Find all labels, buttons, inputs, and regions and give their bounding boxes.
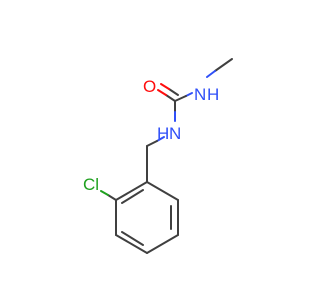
amide-n-mid-label: N: [169, 124, 181, 143]
bond-carbonyl-o-1: [165, 94, 176, 102]
amide-n-top-label: N: [194, 85, 206, 104]
ring-double-3: [121, 189, 144, 204]
ring-bond-3: [146, 234, 179, 254]
bond-ring-cl-green: [100, 190, 109, 196]
bond-methyl-n: [214, 58, 233, 72]
bond-methyl-n-blue: [206, 70, 216, 78]
bond-carbonyl-o-2-red: [160, 83, 170, 90]
bond-carbonyl-o-1-red: [157, 89, 167, 96]
bond-n-ch2: [146, 140, 158, 147]
ring-bond-6: [115, 181, 148, 201]
bond-n-ch2-blue: [156, 136, 165, 142]
ring-bond-1: [146, 181, 179, 201]
chemical-structure-diagram: N H O N H Cl: [83, 58, 233, 254]
ring-bond-4: [115, 234, 148, 254]
bond-n-carbonyl: [174, 95, 187, 102]
ring-double-2: [121, 231, 144, 246]
bond-n-carbonyl-blue: [185, 92, 193, 97]
amide-nh-mid-label: H: [157, 124, 169, 143]
chloro-label: Cl: [83, 175, 99, 194]
carbonyl-o-label: O: [143, 77, 156, 96]
bond-ring-cl: [107, 194, 117, 201]
bond-carbonyl-o-2: [168, 88, 179, 96]
amide-nh-top-label: H: [207, 85, 219, 104]
